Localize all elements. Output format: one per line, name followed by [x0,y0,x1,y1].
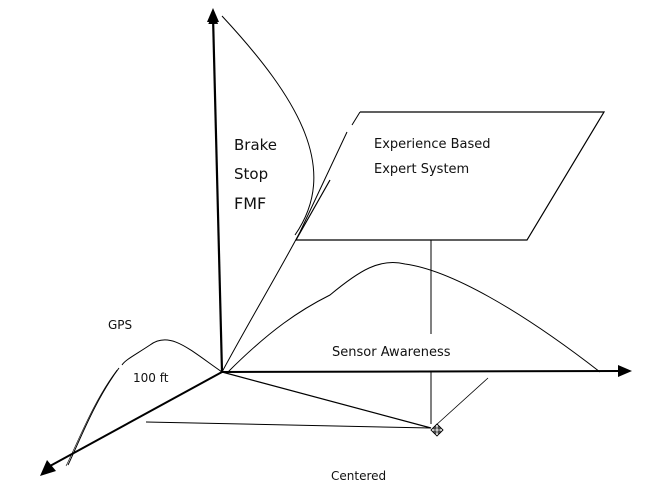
gps-curve-lower-2 [65,369,118,467]
plane-left-edge-lower [299,131,348,233]
vertical-axis [208,14,224,373]
horizontal-axis [221,370,623,373]
plane-label-line2: Expert System [374,162,470,177]
sensor-awareness-label: Sensor Awareness [332,345,451,360]
plane-label-line1: Experience Based [374,137,491,152]
depth-axis [49,371,223,467]
brake-curve [221,15,315,236]
gps-label: GPS [108,318,133,332]
horizontal-axis-arrowhead [618,365,632,377]
origin-to-plane-line [221,231,301,373]
projection-line-diagonal [434,377,489,427]
projection-line-depth [145,421,432,429]
brake-label: Brake [234,136,278,154]
move-cursor-icon [430,423,444,437]
plane-left-edge-upper [351,111,361,126]
origin-to-point-line [221,371,432,429]
vertical-axis-arrowhead [207,8,219,22]
sensor-curve [227,262,601,373]
expert-system-plane [294,111,606,241]
fmf-label: FMF [234,194,267,213]
depth-axis-arrowhead [40,460,56,476]
distance-label: 100 ft [133,371,169,385]
centered-label: Centered [331,469,387,483]
stop-label: Stop [234,165,269,183]
gps-curve [121,339,223,373]
gps-curve-lower [67,367,120,466]
